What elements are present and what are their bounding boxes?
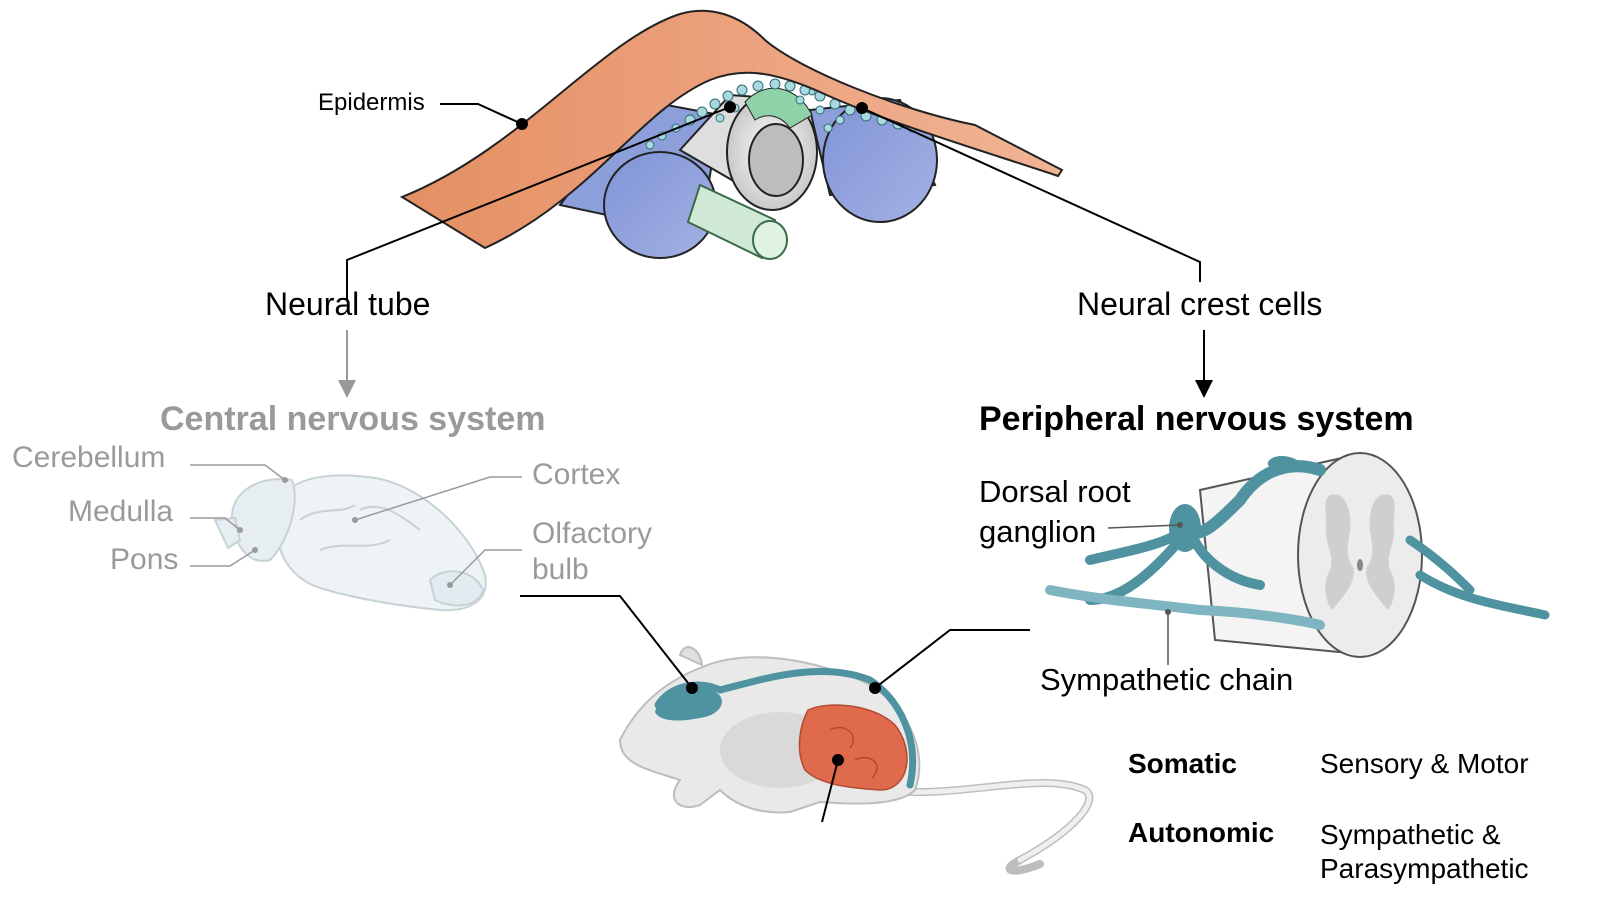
drg-line-2: ganglion [979, 512, 1131, 552]
embryo-section [402, 11, 1062, 259]
cortex-label: Cortex [532, 459, 620, 491]
olfactory-line-2: bulb [532, 552, 652, 588]
mouse-illustration [620, 647, 1089, 871]
brain-illustration [215, 475, 486, 610]
somatic-division-name: Somatic [1128, 749, 1237, 778]
pons-label: Pons [110, 544, 178, 576]
epidermis-label: Epidermis [318, 90, 425, 115]
sympathetic-chain-label: Sympathetic chain [1040, 664, 1293, 697]
autonomic-division-name: Autonomic [1128, 818, 1274, 847]
autonomic-desc-line-2: Parasympathetic [1320, 852, 1529, 886]
cerebellum-label: Cerebellum [12, 442, 165, 474]
autonomic-desc-line-1: Sympathetic & [1320, 818, 1529, 852]
cns-arrow [338, 330, 356, 398]
cns-title: Central nervous system [160, 402, 546, 438]
medulla-label: Medulla [68, 496, 173, 528]
drg-line-1: Dorsal root [979, 472, 1131, 512]
pns-title: Peripheral nervous system [979, 402, 1414, 438]
autonomic-division-desc: Sympathetic & Parasympathetic [1320, 818, 1529, 885]
dorsal-root-ganglion-label: Dorsal root ganglion [979, 472, 1131, 553]
somatic-division-desc: Sensory & Motor [1320, 749, 1529, 778]
neural-crest-label: Neural crest cells [1077, 288, 1322, 322]
olfactory-bulb-label: Olfactory bulb [532, 516, 652, 588]
pns-arrow [1195, 330, 1213, 398]
olfactory-line-1: Olfactory [532, 516, 652, 552]
neural-tube-label: Neural tube [265, 288, 430, 322]
